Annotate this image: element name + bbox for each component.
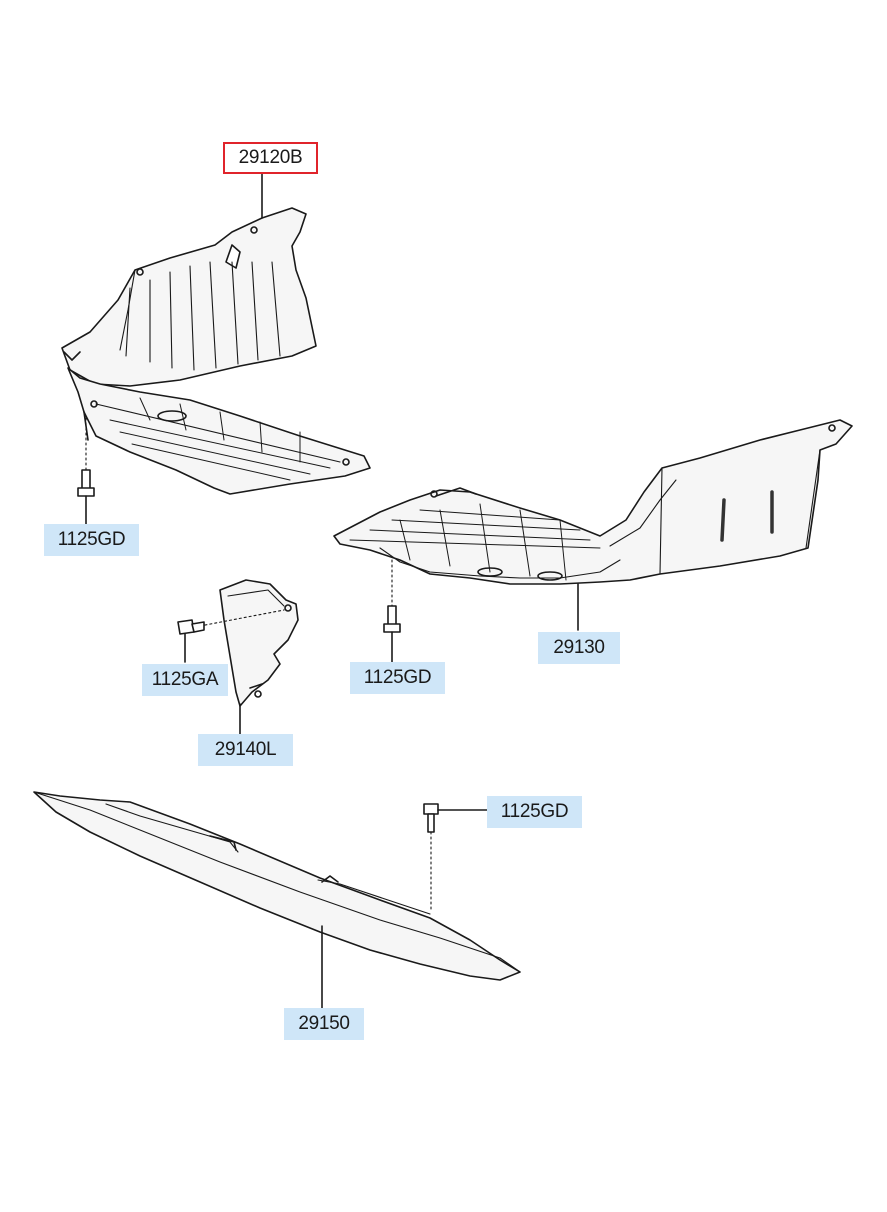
part-label-29150[interactable]: 29150 [284, 1008, 364, 1040]
bolt-1125GA-drawing[interactable] [177, 609, 285, 663]
part-label-1125GD-middle[interactable]: 1125GD [350, 662, 445, 694]
part-label-29130[interactable]: 29130 [538, 632, 620, 664]
undercover-29120B-drawing[interactable] [61, 171, 371, 495]
part-label-29120B[interactable]: 29120B [223, 142, 318, 174]
bolt-1125GD-middle-drawing[interactable] [383, 559, 401, 663]
bolt-1125GD-right-drawing[interactable] [423, 803, 491, 913]
part-label-29140L[interactable]: 29140L [198, 734, 293, 766]
undercover-29130-drawing[interactable] [333, 419, 853, 631]
shield-29150-drawing[interactable] [33, 791, 521, 1011]
part-label-1125GD-left[interactable]: 1125GD [44, 524, 139, 556]
bracket-29140L-drawing[interactable] [219, 579, 299, 737]
bolt-1125GD-left-drawing[interactable] [77, 417, 95, 527]
part-label-1125GD-right[interactable]: 1125GD [487, 796, 582, 828]
part-label-1125GA[interactable]: 1125GA [142, 664, 228, 696]
